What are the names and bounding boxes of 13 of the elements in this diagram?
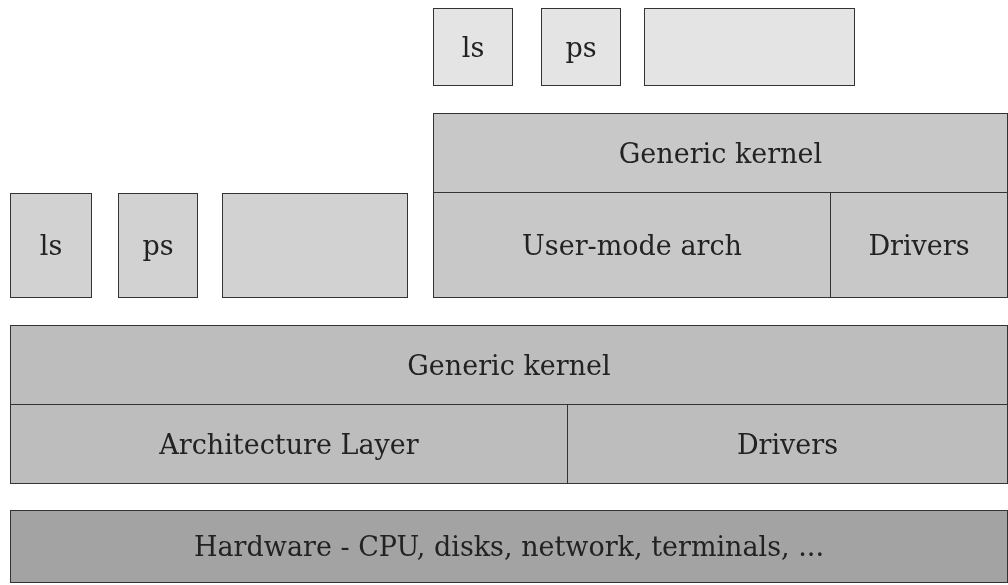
program-box: [644, 8, 855, 86]
drivers-layer: Drivers: [830, 192, 1008, 298]
hardware-layer: Hardware - CPU, disks, network, terminals, ...: [10, 510, 1008, 583]
program-box: ls: [433, 8, 513, 86]
program-box: [222, 193, 408, 298]
program-box: ps: [541, 8, 621, 86]
arch-layer: Architecture Layer: [10, 404, 568, 484]
program-box: ls: [10, 193, 92, 298]
drivers-layer: Drivers: [567, 404, 1008, 484]
arch-layer: User-mode arch: [433, 192, 831, 298]
kernel-layer: Generic kernel: [10, 325, 1008, 406]
program-box: ps: [118, 193, 198, 298]
kernel-layer: Generic kernel: [433, 113, 1008, 193]
